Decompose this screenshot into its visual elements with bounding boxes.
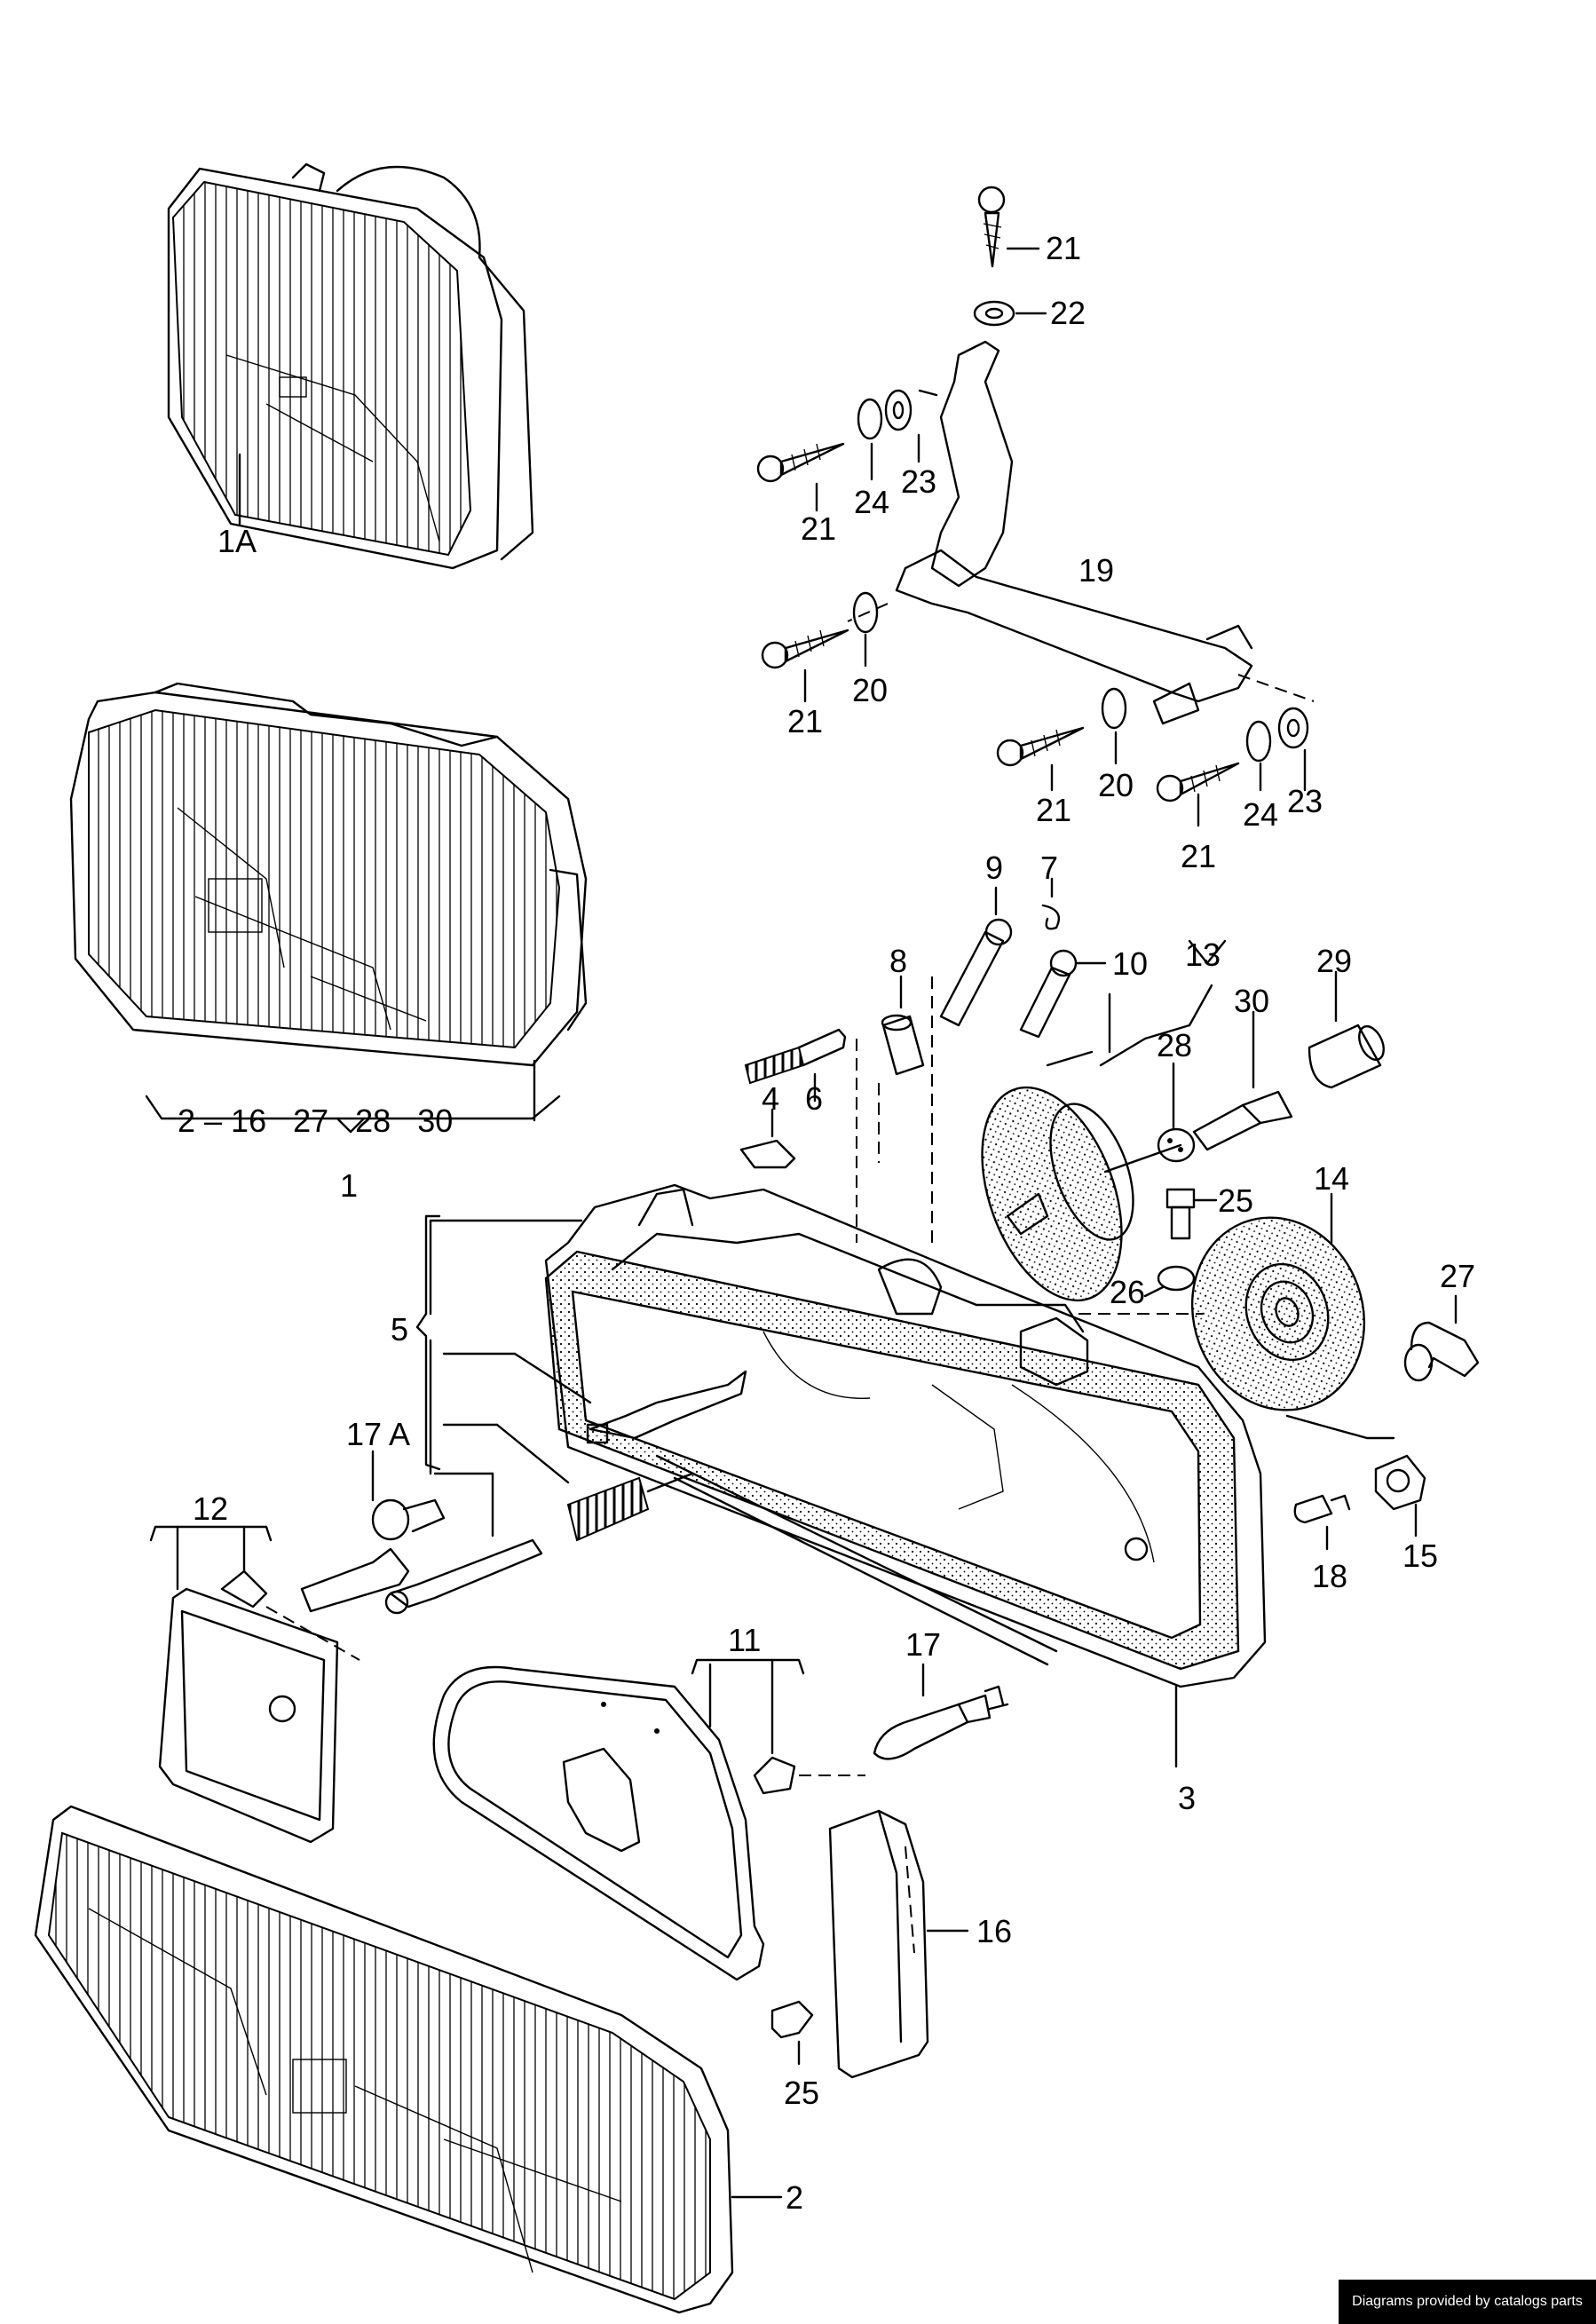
callout-13: 13 xyxy=(1185,937,1221,973)
adjuster-5 xyxy=(384,1219,747,1615)
callout-3: 3 xyxy=(1178,1780,1196,1816)
washer-24-lower xyxy=(1245,720,1272,792)
screw-21-mid-right xyxy=(996,726,1085,792)
callout-10: 10 xyxy=(1112,945,1148,982)
reflector-13 xyxy=(981,939,1227,1302)
callout-1: 1 xyxy=(340,1167,358,1204)
reflector-11 xyxy=(432,1658,865,1981)
clip-4 xyxy=(739,1108,796,1169)
credit-badge: Diagrams provided by catalogs parts xyxy=(1339,2280,1596,2324)
callout-26: 26 xyxy=(1110,1274,1145,1310)
callout-21: 21 xyxy=(1181,838,1216,874)
callout-7: 7 xyxy=(1040,850,1058,886)
callout-17a: 17 A xyxy=(346,1416,410,1452)
bulb-holder-30 xyxy=(1192,1010,1293,1151)
callout-20: 20 xyxy=(1098,767,1134,803)
adjuster-6 xyxy=(744,1028,857,1243)
side-lamp-16 xyxy=(828,1809,969,2079)
callout-labels: 21 22 21 24 23 19 21 20 21 20 21 24 23 1… xyxy=(178,230,1475,2216)
callout-24: 24 xyxy=(854,484,889,520)
callout-30: 30 xyxy=(1234,983,1269,1019)
clip-7 xyxy=(1041,877,1061,930)
washer-23-upper xyxy=(884,389,938,463)
mounting-bracket-19 xyxy=(847,340,1315,725)
callout-9: 9 xyxy=(985,850,1003,886)
sleeve-8 xyxy=(878,975,925,1163)
washer-22 xyxy=(973,300,1047,327)
screw-21-left-upper xyxy=(756,442,845,512)
washer-24-upper xyxy=(857,398,883,481)
callout-17: 17 xyxy=(905,1626,941,1663)
callout-25: 25 xyxy=(1218,1182,1253,1219)
callout-22: 22 xyxy=(1050,295,1086,331)
screw-21-top xyxy=(977,186,1040,268)
callout-23: 23 xyxy=(901,463,936,500)
ring-28 xyxy=(1157,1062,1196,1163)
bulb-18 xyxy=(1293,1494,1351,1551)
screw-21-far-right xyxy=(1156,762,1240,827)
callout-25: 25 xyxy=(784,2075,819,2111)
screw-25-top xyxy=(1165,1188,1218,1240)
washer-26 xyxy=(1143,1265,1196,1298)
headlight-housing-3 xyxy=(544,1183,1267,1768)
bulb-17a xyxy=(300,1450,446,1613)
ball-joint-10 xyxy=(1019,949,1107,1039)
callout-4: 4 xyxy=(762,1080,779,1117)
callout-21: 21 xyxy=(787,703,823,739)
callout-21: 21 xyxy=(1046,230,1081,266)
grommet-27 xyxy=(1403,1294,1480,1382)
callout-20: 20 xyxy=(852,672,888,708)
callout-11: 11 xyxy=(728,1622,761,1658)
ball-joint-9 xyxy=(931,886,1013,1243)
reflector-12 xyxy=(149,1525,360,1844)
callout-8: 8 xyxy=(889,943,907,979)
bulb-29 xyxy=(1308,970,1385,1089)
headlight-assembly-1 xyxy=(69,682,588,1134)
callout-21: 21 xyxy=(1036,792,1071,828)
callout-1-contents: 2 – 16 27 28 30 xyxy=(178,1103,453,1139)
screw-25-bottom xyxy=(770,2000,814,2066)
washer-23-lower xyxy=(1277,707,1309,792)
lens-2 xyxy=(34,1805,783,2314)
screw-21-left-lower xyxy=(761,628,849,703)
headlight-1a xyxy=(167,162,534,570)
callout-23: 23 xyxy=(1287,783,1323,819)
callout-5: 5 xyxy=(391,1311,408,1348)
washer-20-left xyxy=(852,591,879,668)
callout-19: 19 xyxy=(1078,552,1114,589)
callout-12: 12 xyxy=(193,1490,228,1527)
callout-24: 24 xyxy=(1243,796,1278,833)
bulb-17 xyxy=(873,1663,1009,1760)
cap-14 xyxy=(1078,1192,1395,1440)
callout-15: 15 xyxy=(1402,1537,1438,1574)
callout-14: 14 xyxy=(1314,1160,1349,1197)
callout-27: 27 xyxy=(1440,1258,1475,1294)
callout-21: 21 xyxy=(801,510,836,547)
callout-18: 18 xyxy=(1312,1558,1347,1594)
washer-20-right xyxy=(1101,687,1127,765)
callout-29: 29 xyxy=(1316,943,1352,979)
callout-6: 6 xyxy=(805,1080,823,1117)
callout-1a: 1A xyxy=(217,523,257,559)
callout-2: 2 xyxy=(786,2179,803,2216)
socket-15 xyxy=(1374,1454,1426,1537)
callout-28: 28 xyxy=(1157,1027,1192,1063)
group-5-bracket xyxy=(415,1214,441,1471)
callout-16: 16 xyxy=(976,1913,1012,1949)
